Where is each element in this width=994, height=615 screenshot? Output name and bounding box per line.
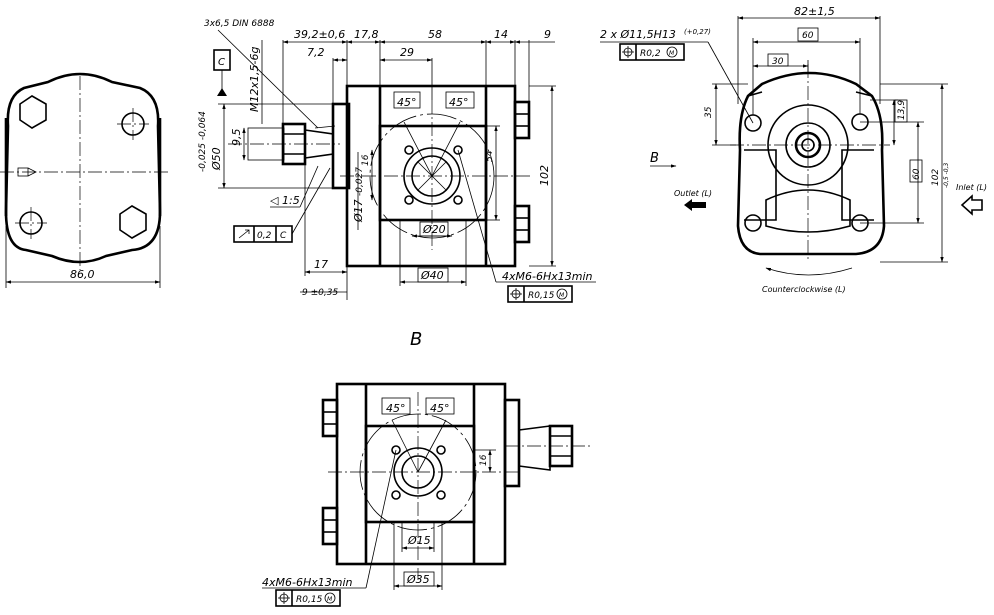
dim-54: 54 — [485, 150, 495, 162]
svg-text:M: M — [559, 292, 565, 299]
side-view: 45° 45° 39,2±0,6 17,8 58 14 9 7,2 29 — [198, 19, 596, 303]
front-dim-v60: 60 — [912, 168, 922, 180]
side-angle-a: 45° — [397, 96, 417, 109]
front-dim-35: 35 — [704, 106, 714, 118]
front-dim-v102-tol: -0,5 -0,3 — [943, 162, 950, 188]
front-view-letter: B — [650, 151, 659, 166]
pin-spec: 3x6,5 DIN 6888 — [204, 19, 275, 29]
front-width-dim: 82±1,5 — [794, 5, 835, 18]
view-b-holes-spec: 4xM6-6Hx13min — [262, 576, 353, 589]
outlet-label: Outlet (L) — [674, 189, 712, 198]
front-view: 82±1,5 60 30 2 x Ø11,5H13 (+0,27) R0,2 M… — [600, 5, 987, 294]
view-b-title: B — [410, 329, 422, 350]
dim-9-5: 9,5 — [230, 129, 243, 147]
dim-17-8: 17,8 — [354, 28, 379, 41]
svg-text:M: M — [327, 596, 333, 603]
view-b-angle-a: 45° — [386, 402, 406, 415]
shaft-tolerance: -0,025 -0,064 — [198, 111, 208, 172]
view-b-holes-pos: R0,15 — [296, 595, 323, 605]
side-angle-b: 45° — [449, 96, 469, 109]
pilot-40: Ø40 — [420, 269, 444, 282]
taper-ratio: 1:5 — [282, 194, 300, 207]
side-holes-pos: R0,15 — [528, 291, 555, 301]
shaft-diameter: Ø50 — [210, 147, 223, 171]
svg-text:M: M — [669, 50, 675, 57]
front-dim-13-9: 13,9 — [897, 100, 907, 120]
runout-datum: C — [280, 231, 287, 241]
dim-58: 58 — [428, 28, 442, 41]
rotation-label: Counterclockwise (L) — [762, 285, 846, 294]
dim-14: 14 — [494, 28, 508, 41]
front-holes-tol: (+0,27) — [684, 28, 711, 36]
left-width-dim: 86,0 — [70, 268, 95, 281]
front-dim-v102: 102 — [931, 169, 941, 186]
pilot-20: Ø20 — [422, 223, 446, 236]
dim-39-2: 39,2±0,6 — [294, 28, 345, 41]
view-b-dim-16: 16 — [479, 454, 489, 466]
front-dim-30: 30 — [772, 57, 784, 67]
offset-dim: 9 ±0,35 — [302, 288, 338, 298]
dim-29: 29 — [400, 46, 414, 59]
bore-tolerance: -0,027 — [355, 167, 365, 196]
dim-7-2: 7,2 — [307, 46, 325, 59]
inlet-label: Inlet (L) — [956, 183, 987, 192]
view-b-pilot-35: Ø35 — [406, 573, 430, 586]
front-holes-pos: R0,2 — [640, 49, 661, 59]
view-b: B 45° 45° 16 — [262, 329, 590, 607]
dim-17-bottom: 17 — [314, 258, 328, 271]
view-b-pilot-15: Ø15 — [407, 534, 431, 547]
left-end-view: 86,0 — [0, 72, 168, 288]
dim-16: 16 — [361, 154, 371, 166]
side-holes-spec: 4xM6-6Hx13min — [502, 270, 593, 283]
datum-label: C — [218, 57, 225, 68]
dim-102: 102 — [538, 165, 551, 186]
front-dim-60: 60 — [802, 31, 814, 41]
front-holes-spec: 2 x Ø11,5H13 — [600, 28, 676, 41]
dim-9: 9 — [544, 28, 551, 41]
view-b-angle-b: 45° — [430, 402, 450, 415]
runout-value: 0,2 — [257, 231, 272, 241]
taper-mark: ◁ — [270, 194, 279, 207]
thread-spec: M12x1,5-6g — [248, 47, 261, 112]
bore-diameter: Ø17 — [352, 199, 365, 223]
